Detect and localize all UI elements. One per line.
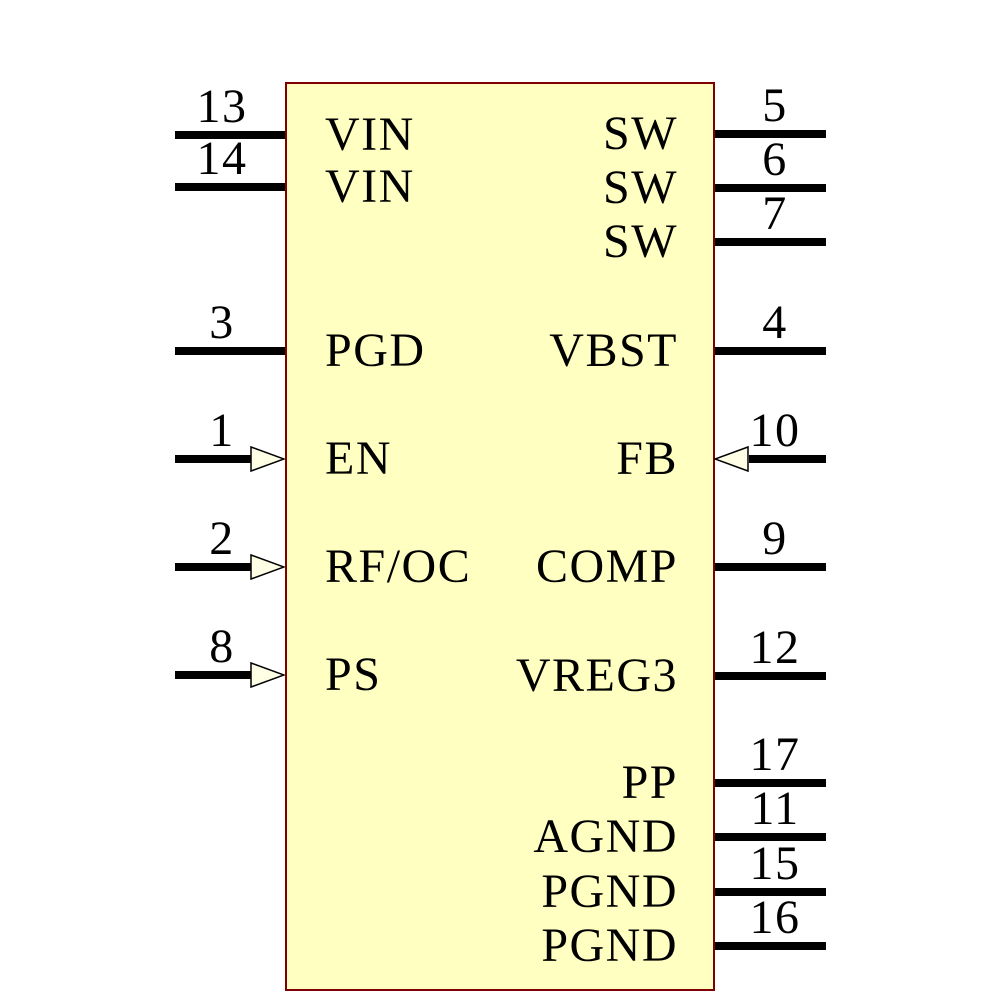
pin-number-pgd-3: 3 — [209, 296, 235, 349]
input-arrow-icon-en-1 — [250, 445, 285, 473]
input-arrow-icon-ps-8 — [250, 661, 285, 689]
pin-line-en-1[interactable] — [175, 455, 253, 463]
pin-name-vbst-4: VBST — [549, 324, 678, 377]
ic-body — [285, 82, 715, 991]
pin-line-pgnd-16[interactable] — [715, 942, 826, 950]
pin-line-pgnd-15[interactable] — [715, 888, 826, 896]
pin-name-pgd-3: PGD — [325, 324, 426, 377]
pin-line-sw-7[interactable] — [715, 238, 826, 246]
pin-number-vin-14: 14 — [196, 132, 248, 185]
pin-number-sw-6: 6 — [762, 133, 788, 186]
pin-number-pgnd-15: 15 — [749, 837, 801, 890]
pin-line-ps-8[interactable] — [175, 671, 253, 679]
pin-name-fb-10: FB — [616, 432, 678, 485]
pin-number-comp-9: 9 — [762, 512, 788, 565]
pin-name-pgnd-16: PGND — [541, 919, 678, 972]
pin-line-pp-17[interactable] — [715, 779, 826, 787]
pin-number-sw-5: 5 — [762, 79, 788, 132]
pin-name-rf-oc-2: RF/OC — [325, 540, 472, 593]
pin-number-rf-oc-2: 2 — [209, 512, 235, 565]
pin-number-pgnd-16: 16 — [749, 891, 801, 944]
pin-line-vin-13[interactable] — [175, 131, 285, 139]
pin-line-comp-9[interactable] — [715, 563, 826, 571]
pin-name-comp-9: COMP — [535, 540, 678, 593]
pin-name-sw-6: SW — [603, 161, 678, 214]
pin-number-vbst-4: 4 — [762, 296, 788, 349]
pin-line-fb-10[interactable] — [749, 455, 826, 463]
pin-line-rf-oc-2[interactable] — [175, 563, 253, 571]
pin-number-pp-17: 17 — [749, 728, 801, 781]
pin-number-sw-7: 7 — [762, 187, 788, 240]
pin-name-vin-13: VIN — [325, 108, 415, 161]
pin-number-agnd-11: 11 — [750, 782, 800, 835]
pin-line-vreg3-12[interactable] — [715, 672, 826, 680]
pin-name-en-1: EN — [325, 432, 392, 485]
pin-number-vreg3-12: 12 — [749, 621, 801, 674]
pin-name-agnd-11: AGND — [533, 810, 678, 863]
pin-number-fb-10: 10 — [749, 404, 801, 457]
pin-number-en-1: 1 — [209, 404, 235, 457]
pin-name-vin-14: VIN — [325, 160, 415, 213]
pin-name-vreg3-12: VREG3 — [515, 649, 678, 702]
pin-name-sw-7: SW — [603, 215, 678, 268]
pin-line-sw-6[interactable] — [715, 184, 826, 192]
pin-line-pgd-3[interactable] — [175, 347, 285, 355]
pin-line-vin-14[interactable] — [175, 183, 285, 191]
pin-number-ps-8: 8 — [209, 620, 235, 673]
input-arrow-icon-rf-oc-2 — [250, 553, 285, 581]
pin-line-vbst-4[interactable] — [715, 347, 826, 355]
pin-name-ps-8: PS — [325, 648, 382, 701]
pin-name-pgnd-15: PGND — [541, 865, 678, 918]
input-arrow-icon-fb-10 — [714, 445, 749, 473]
pin-line-agnd-11[interactable] — [715, 833, 826, 841]
pin-name-sw-5: SW — [603, 107, 678, 160]
pin-line-sw-5[interactable] — [715, 130, 826, 138]
pin-name-pp-17: PP — [621, 756, 678, 809]
pin-number-vin-13: 13 — [196, 80, 248, 133]
